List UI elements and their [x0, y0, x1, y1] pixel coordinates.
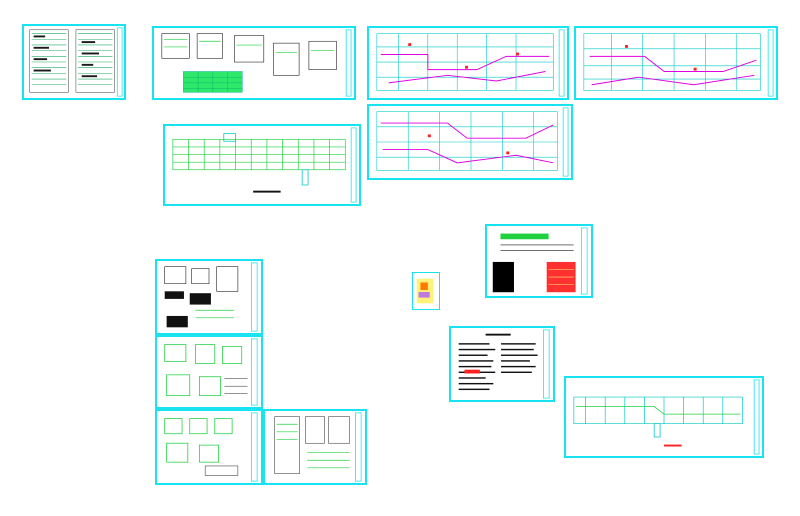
detail-sheet-left-3-drawing — [164, 412, 258, 482]
schedule-sheet[interactable] — [263, 409, 367, 485]
long-floor-plan-drawing — [573, 379, 760, 455]
floor-plan-pipes-sheet-1[interactable] — [367, 26, 569, 100]
floor-plan-pipes-sheet-3[interactable] — [367, 104, 573, 180]
notes-sheet-drawing — [458, 329, 550, 399]
long-floor-plan-sheet[interactable] — [564, 376, 764, 458]
legend-sheet[interactable] — [485, 224, 593, 298]
detail-sheet-top[interactable] — [152, 26, 356, 100]
detail-sheet-left-2-drawing — [164, 338, 258, 406]
detail-sheet-left-3[interactable] — [155, 409, 263, 485]
floor-plan-grid-drawing — [172, 127, 357, 203]
index-table-sheet[interactable] — [22, 24, 126, 100]
detail-sheet-left-1-drawing — [164, 262, 258, 332]
schedule-sheet-drawing — [274, 412, 362, 482]
index-table-drawing — [29, 27, 123, 97]
floor-plan-pipes-drawing-3 — [376, 107, 569, 177]
notes-sheet[interactable] — [449, 326, 555, 402]
small-thumbnail-drawing — [416, 278, 434, 304]
legend-sheet-drawing — [492, 227, 588, 295]
detail-sheet-top-drawing — [161, 29, 352, 97]
small-thumbnail-sheet[interactable] — [412, 272, 440, 310]
floor-plan-grid-sheet[interactable] — [163, 124, 361, 206]
detail-sheet-left-1[interactable] — [155, 259, 263, 335]
detail-sheet-left-2[interactable] — [155, 335, 263, 409]
floor-plan-pipes-drawing-1 — [376, 29, 565, 97]
floor-plan-pipes-sheet-2[interactable] — [574, 26, 778, 100]
floor-plan-pipes-drawing-2 — [583, 29, 774, 97]
